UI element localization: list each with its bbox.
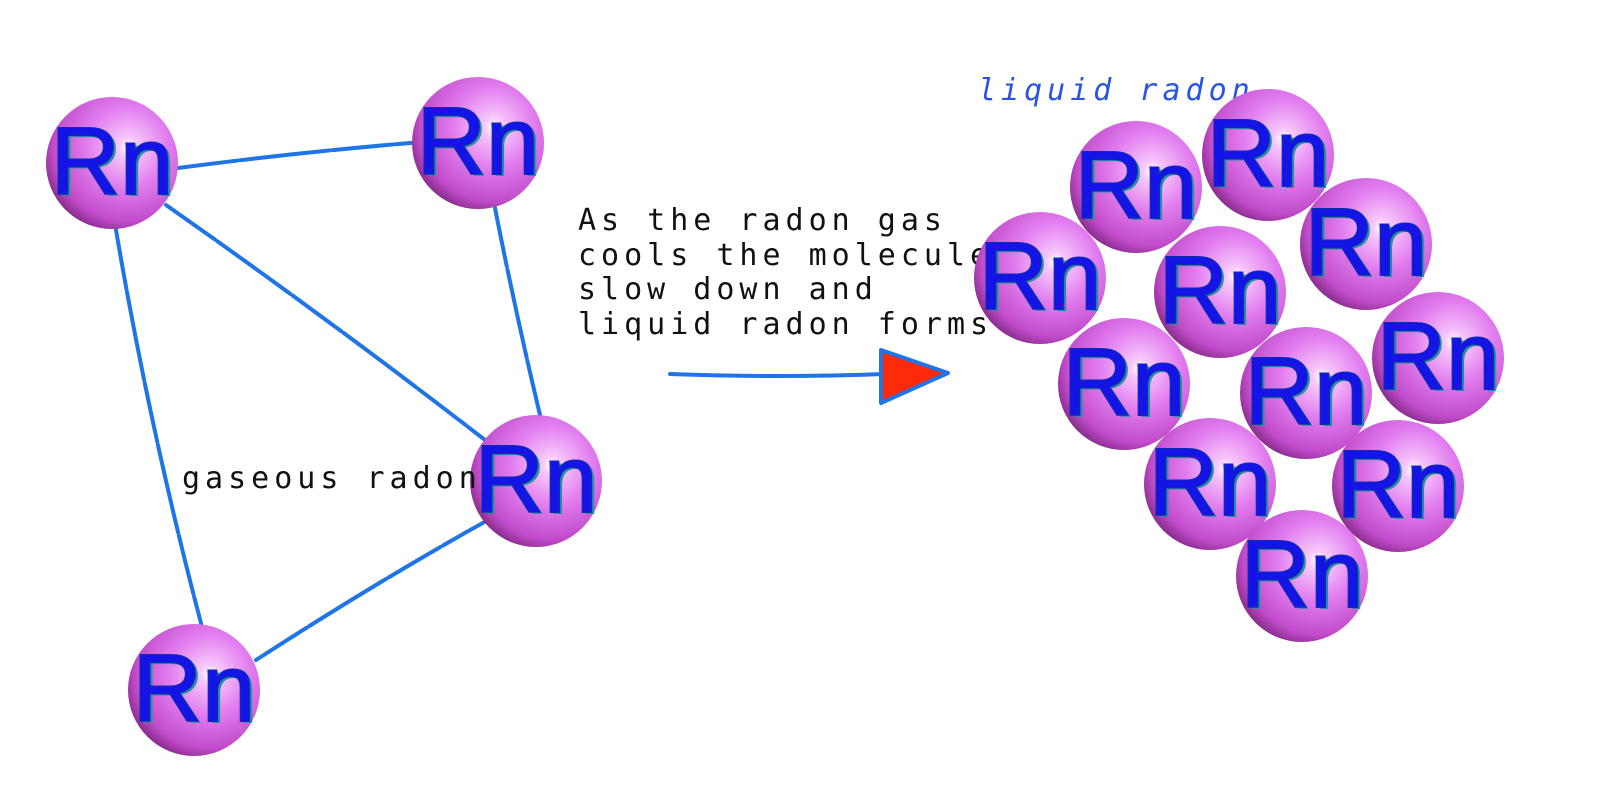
caption: As the radon gas cools the molecules slo…: [578, 203, 1016, 342]
atom-symbol-shadow: Rn: [1248, 340, 1371, 447]
atom-symbol-shadow: Rn: [1308, 191, 1431, 298]
atom-symbol: Rn: [1149, 429, 1272, 536]
atom-sphere: [974, 212, 1106, 344]
atom-sphere: [1144, 418, 1276, 550]
atom-symbol: Rn: [1207, 100, 1330, 207]
atom-symbol-shadow: Rn: [136, 637, 259, 744]
atom-symbol-shadow: Rn: [1152, 431, 1275, 538]
atom-sphere: [1236, 510, 1368, 642]
arrow-head-icon: [879, 348, 950, 405]
atom-symbol: Rn: [1377, 303, 1500, 410]
atom-sphere: [1202, 89, 1334, 221]
caption-line: cools the molecules: [578, 238, 1016, 273]
atom-symbol-shadow: Rn: [1162, 239, 1285, 346]
atom-symbol: Rn: [475, 426, 598, 533]
atom-symbol-shadow: Rn: [1078, 134, 1201, 241]
caption-line: slow down and: [578, 272, 878, 307]
atom-symbol-shadow: Rn: [478, 428, 601, 535]
atom-sphere: [1332, 420, 1464, 552]
atom-symbol: Rn: [1159, 237, 1282, 344]
caption-line: As the radon gas: [578, 203, 947, 238]
bond-line: [114, 228, 204, 629]
bond-line: [164, 203, 487, 442]
atom-symbol: Rn: [1063, 329, 1186, 436]
atom-symbol: Rn: [133, 635, 256, 742]
gas-label: gaseous radon: [182, 461, 482, 496]
atom-symbol: Rn: [1337, 431, 1460, 538]
bond-line: [176, 140, 424, 170]
bond-line: [254, 518, 490, 662]
atom-sphere: [1372, 292, 1504, 424]
atom-symbol: Rn: [51, 108, 174, 215]
atom-sphere: [470, 415, 602, 547]
atom-symbol: Rn: [1075, 132, 1198, 239]
bond-line: [493, 206, 542, 417]
atom-symbol-shadow: Rn: [420, 90, 543, 197]
arrow-shaft: [668, 372, 887, 378]
transition-arrow: [668, 348, 950, 405]
atom-symbol-shadow: Rn: [54, 110, 177, 217]
atom-sphere: [1070, 121, 1202, 253]
atom-symbol-shadow: Rn: [1380, 305, 1503, 412]
liquid-label: liquid radon: [978, 73, 1255, 108]
atom-symbol: Rn: [417, 88, 540, 195]
atom-sphere: [1058, 318, 1190, 450]
atom-sphere: [1240, 327, 1372, 459]
atom-symbol: Rn: [1305, 189, 1428, 296]
atom-sphere: [46, 97, 178, 229]
atom-symbol-shadow: Rn: [1066, 331, 1189, 438]
atom-sphere: [1154, 226, 1286, 358]
atom-symbol-shadow: Rn: [1210, 102, 1333, 209]
atom-symbol-shadow: Rn: [1244, 523, 1367, 630]
atom-sphere: [1300, 178, 1432, 310]
gas-bonds: [114, 140, 542, 662]
atom-symbol: Rn: [1245, 338, 1368, 445]
atom-symbol-shadow: Rn: [982, 225, 1105, 332]
atom-symbol: Rn: [979, 223, 1102, 330]
caption-line: liquid radon forms: [578, 307, 993, 342]
atom-symbol: Rn: [1241, 521, 1364, 628]
atom-symbol-shadow: Rn: [1340, 433, 1463, 540]
atom-sphere: [412, 77, 544, 209]
atom-sphere: [128, 624, 260, 756]
